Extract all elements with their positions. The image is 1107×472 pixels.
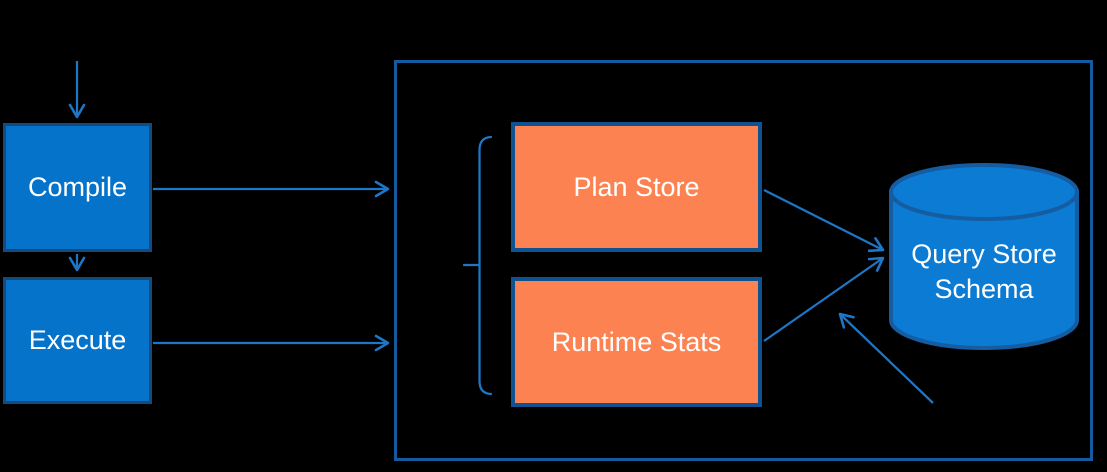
- execute-label: Execute: [28, 325, 127, 355]
- runtime-stats-node: Runtime Stats: [511, 277, 762, 407]
- plan-store-label: Plan Store: [573, 171, 700, 202]
- compile-label: Compile: [27, 172, 128, 202]
- plan-store-node: Plan Store: [511, 122, 762, 252]
- execute-node: Execute: [3, 277, 152, 404]
- runtime-stats-label: Runtime Stats: [551, 326, 722, 357]
- boundary-box: [394, 60, 1093, 461]
- query-store-schema-label-line1: Query Store: [911, 239, 1057, 269]
- query-store-schema-node: Query Store Schema: [889, 237, 1079, 307]
- query-store-schema-label-line2: Schema: [934, 274, 1034, 304]
- compile-node: Compile: [3, 123, 152, 252]
